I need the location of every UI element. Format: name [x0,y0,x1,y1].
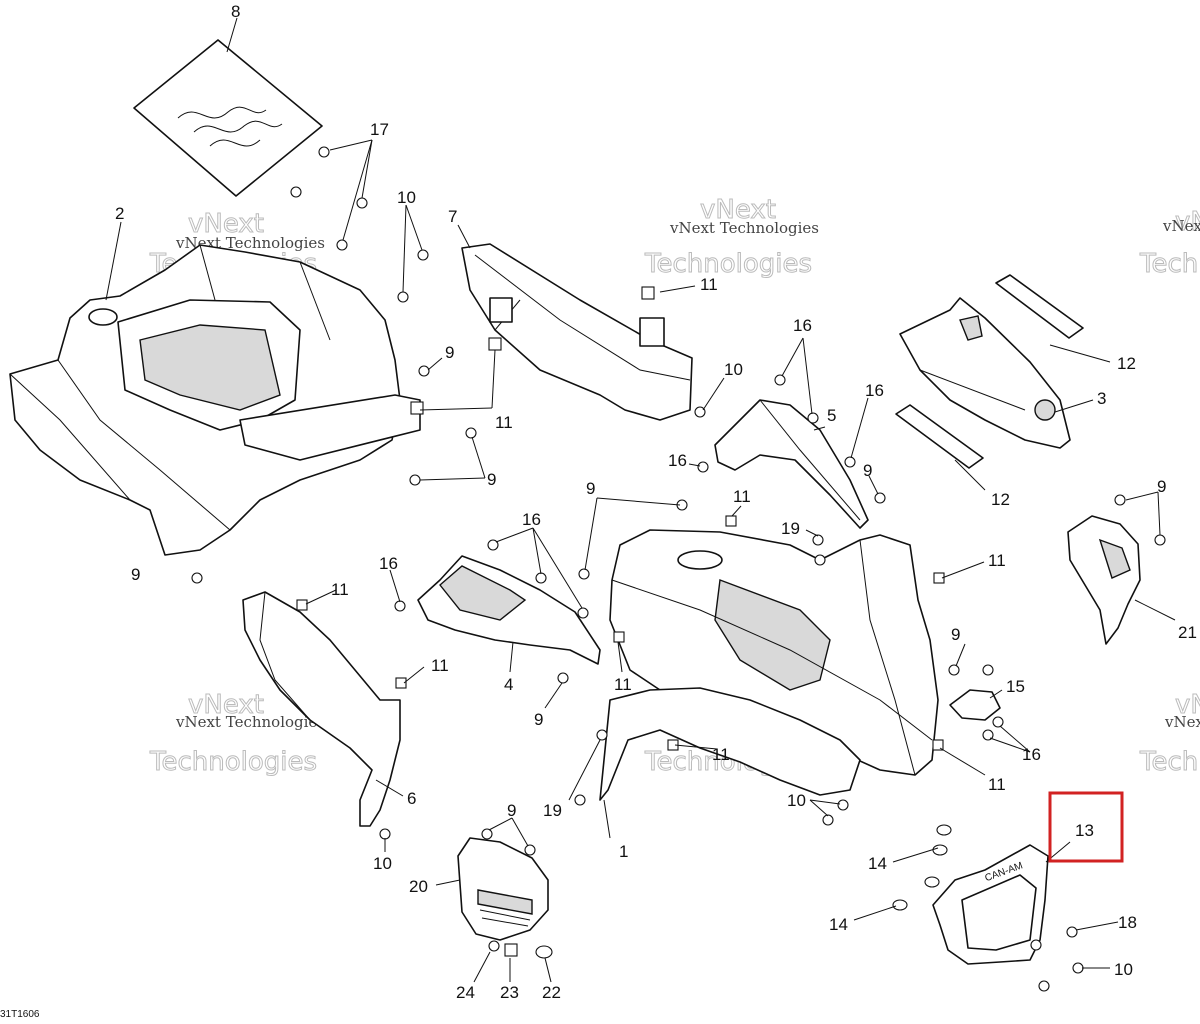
callout-9: 9 [507,801,516,820]
callout-23: 23 [500,983,519,1002]
callout-16: 16 [379,554,398,573]
callout-16: 16 [522,510,541,529]
callout-14: 14 [868,854,887,873]
callout-10: 10 [397,188,416,207]
callout-9: 9 [586,479,595,498]
watermark-text: vNext Technologies [669,219,819,237]
part-2-rear-body [9,244,421,556]
highlight-box [1048,791,1124,863]
callout-9: 9 [534,710,543,729]
callout-20: 20 [409,877,428,896]
callout-11: 11 [712,745,730,764]
callout-9: 9 [951,625,960,644]
watermark-text: vNext [1175,207,1200,237]
callout-17: 17 [370,120,389,139]
callout-11: 11 [614,675,632,694]
watermark-text: vNext [1175,690,1200,720]
callout-24: 24 [456,983,475,1002]
callout-1: 1 [619,842,628,861]
part-12-strips [895,274,1084,469]
part-6-side-strip [242,591,401,827]
callout-11: 11 [431,656,449,675]
watermark-text: vNext [700,195,776,225]
leader-lines [105,17,1176,983]
callout-9: 9 [445,343,454,362]
callout-6: 6 [407,789,416,808]
watermark-text: vNext [188,209,264,239]
part-13-plate-holder: CAN-AM [932,844,1049,965]
callout-19: 19 [781,519,800,538]
callout-2: 2 [115,204,124,223]
part-4-side-panel [417,555,601,665]
callout-9: 9 [487,470,496,489]
part-5-front-cover [714,399,869,529]
watermark-text: vNext Technologies [175,713,325,731]
watermark-text: Technologies [644,249,812,279]
callout-11: 11 [988,551,1006,570]
callout-16: 16 [793,316,812,335]
callout-22: 22 [542,983,561,1002]
callout-21: 21 [1178,623,1197,642]
callout-3: 3 [1097,389,1106,408]
callout-10: 10 [724,360,743,379]
callout-11: 11 [700,275,718,294]
callout-11: 11 [733,487,751,506]
watermark-text: vNext [188,690,264,720]
callout-19: 19 [543,801,562,820]
callout-labels: 8 17 10 2 7 11 9 11 9 10 16 5 16 16 9 12… [115,2,1197,1002]
watermark-text: Technologies [1139,249,1200,279]
callout-11: 11 [331,580,349,599]
callout-9: 9 [1157,477,1166,496]
callout-14: 14 [829,915,848,934]
callout-15: 15 [1006,677,1025,696]
callout-10: 10 [373,854,392,873]
callout-11: 11 [988,775,1006,794]
part-1-front-body [599,529,939,801]
callout-9: 9 [863,461,872,480]
callout-12: 12 [991,490,1010,509]
hardware-group [191,146,1166,992]
callout-13: 13 [1075,821,1094,840]
callout-18: 18 [1118,913,1137,932]
watermark-text: vNext Technologies [1164,713,1200,731]
callout-8: 8 [231,2,240,21]
part-8-decal [133,39,323,197]
part-7-side-panel [461,243,693,421]
callout-16: 16 [668,451,687,470]
callout-4: 4 [504,675,513,694]
part-15-bracket [949,689,1001,721]
watermark-text: Technologies [1139,747,1200,777]
callout-11: 11 [495,413,513,432]
part-3-trim-panel [899,297,1071,449]
watermark-text: Technologies [149,747,317,777]
callout-7: 7 [448,207,457,226]
watermark-text: vNext Technologies [1162,217,1200,235]
callout-16: 16 [1022,745,1041,764]
part-21-bracket [1067,515,1141,645]
parts-group: CAN-AM [9,39,1141,965]
callout-10: 10 [1114,960,1133,979]
callout-5: 5 [827,406,836,425]
callout-9: 9 [131,565,140,584]
callout-16: 16 [865,381,884,400]
callout-10: 10 [787,791,806,810]
callout-12: 12 [1117,354,1136,373]
part-20-skid-cover [457,837,549,941]
drawing-code: 31T1606 [0,1009,40,1019]
